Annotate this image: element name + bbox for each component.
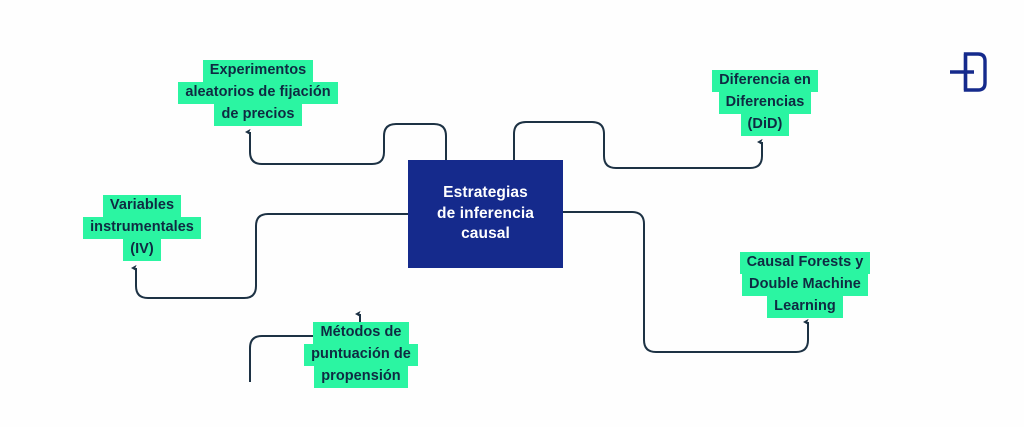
node-metodos-line-3: propensión	[288, 366, 434, 389]
node-metodos-line-2: puntuación de	[288, 344, 434, 367]
node-experimentos-line-3: de precios	[160, 104, 356, 127]
node-iv-line-2: instrumentales	[66, 217, 218, 240]
node-metodos-line-1: Métodos de	[288, 322, 434, 345]
node-iv-line-3: (IV)	[66, 239, 218, 262]
node-experimentos-line-1: Experimentos	[160, 60, 356, 83]
node-causal-forests-line-1: Causal Forests y	[722, 252, 888, 275]
node-experimentos: Experimentos aleatorios de fijación de p…	[160, 60, 356, 127]
node-metodos: Métodos de puntuación de propensión	[288, 322, 434, 389]
node-causal-forests-line-2: Double Machine	[722, 274, 888, 297]
node-did: Diferencia en Diferencias (DiD)	[690, 70, 840, 137]
node-did-line-3: (DiD)	[690, 114, 840, 137]
center-node: Estrategias de inferencia causal	[408, 160, 563, 268]
brand-logo-icon	[950, 52, 987, 92]
node-iv: Variables instrumentales (IV)	[66, 195, 218, 262]
node-iv-line-1: Variables	[66, 195, 218, 218]
center-node-label: Estrategias de inferencia causal	[437, 184, 534, 243]
node-causal-forests-line-3: Learning	[722, 296, 888, 319]
node-experimentos-line-2: aleatorios de fijación	[160, 82, 356, 105]
node-did-line-1: Diferencia en	[690, 70, 840, 93]
connector-experimentos	[245, 123, 447, 165]
node-did-line-2: Diferencias	[690, 92, 840, 115]
node-causal-forests: Causal Forests y Double Machine Learning	[722, 252, 888, 319]
